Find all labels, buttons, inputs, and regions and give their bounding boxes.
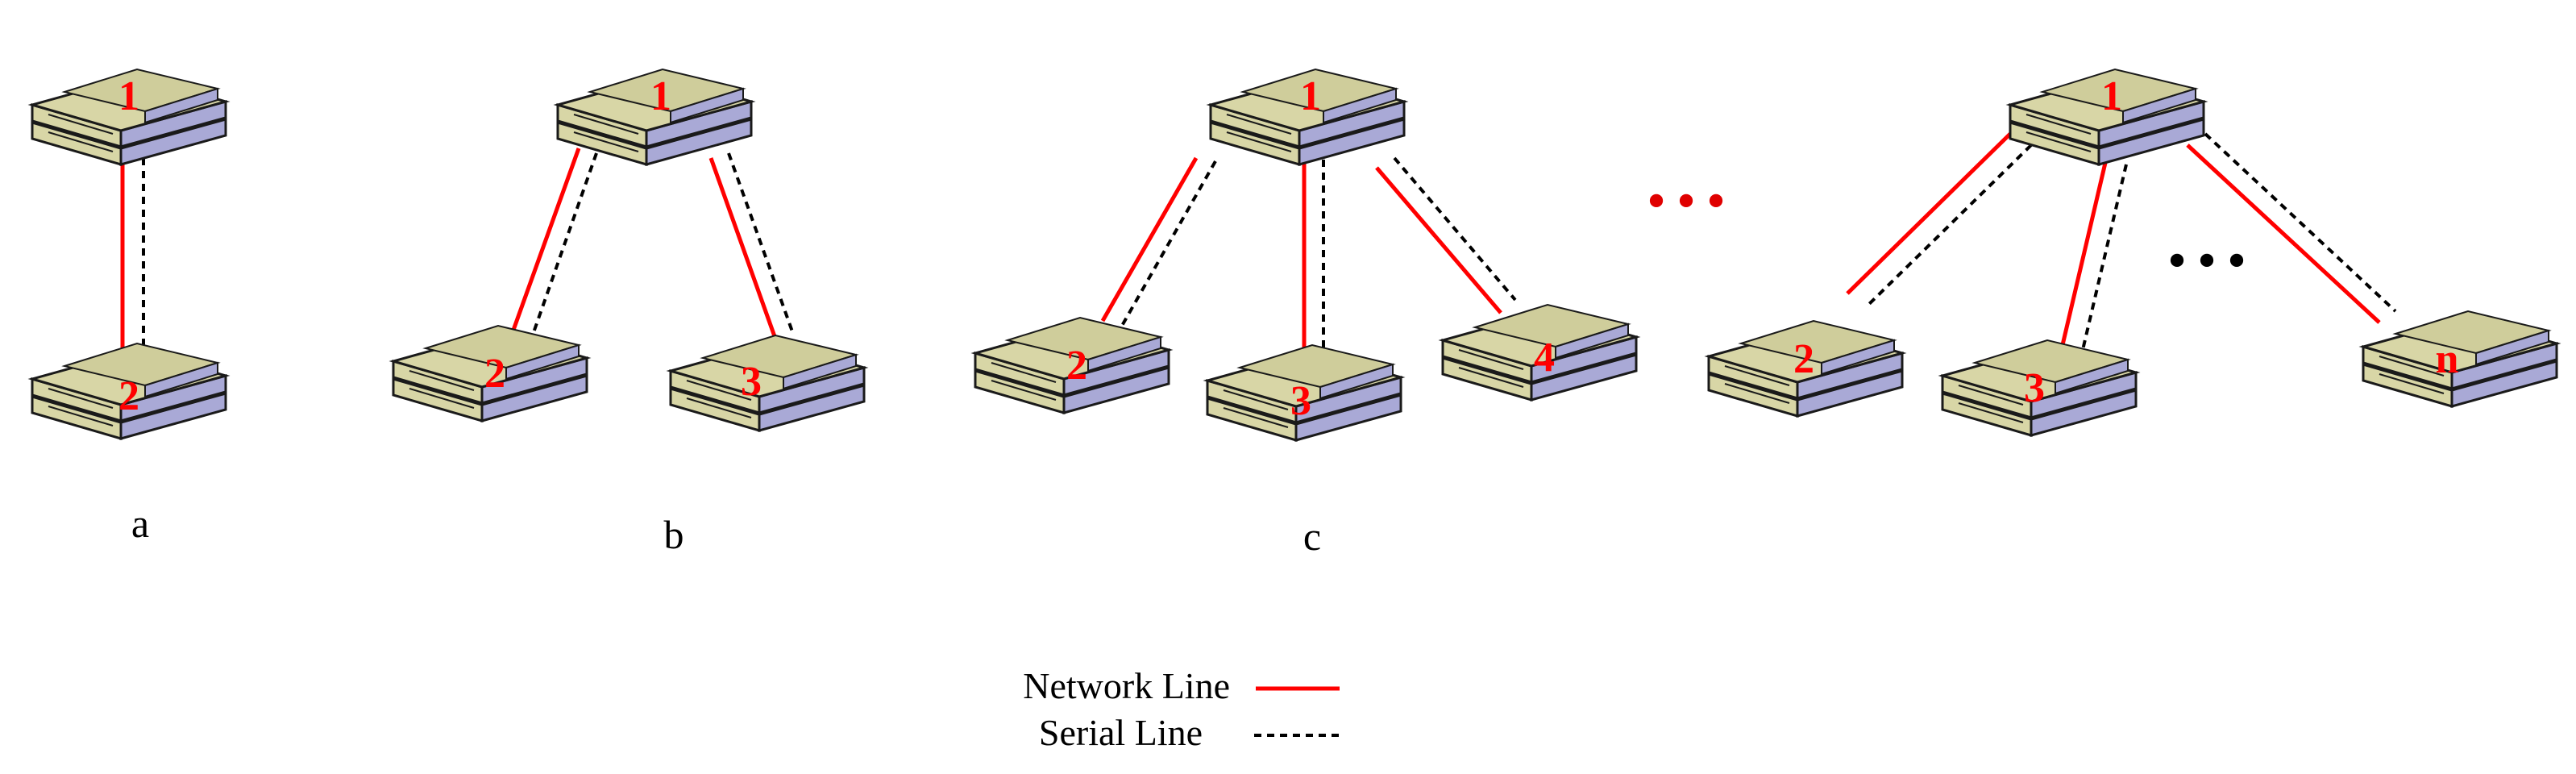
config-b: 1 2 3 b <box>392 68 866 557</box>
serial-line <box>2204 132 2397 313</box>
switch-icon <box>669 334 866 432</box>
node-number: 4 <box>1534 335 1555 381</box>
network-line <box>1846 132 2012 295</box>
serial-line <box>530 152 598 338</box>
legend: Network Line Serial Line <box>1023 665 1343 753</box>
node-number: 3 <box>741 359 762 405</box>
hub-number: 1 <box>118 73 139 119</box>
legend-network-label: Network Line <box>1023 665 1230 706</box>
node-number: 3 <box>1290 378 1311 424</box>
node-number: 3 <box>2024 365 2045 411</box>
serial-line <box>2081 164 2128 351</box>
caption-b: b <box>664 512 684 557</box>
network-line <box>708 157 778 339</box>
caption-c: c <box>1303 514 1321 559</box>
network-line <box>2186 144 2381 324</box>
network-line <box>1100 156 1199 322</box>
serial-line <box>1120 160 1217 327</box>
node-number: 2 <box>1066 343 1087 389</box>
serial-line <box>727 152 795 335</box>
serial-line <box>1865 144 2033 308</box>
node-number: 2 <box>118 373 139 419</box>
legend-serial-label: Serial Line <box>1039 712 1203 753</box>
hub-number: 1 <box>1300 73 1321 119</box>
config-n: 1 2 3 n ••• <box>1707 68 2558 437</box>
hub-number: 1 <box>650 73 671 119</box>
switch-icon <box>2362 310 2558 408</box>
hub-number: 1 <box>2101 73 2122 119</box>
serial-line <box>1393 156 1517 302</box>
ellipsis-black: ••• <box>2163 236 2253 289</box>
network-line <box>510 148 581 333</box>
network-line <box>1375 166 1502 314</box>
node-number: 2 <box>1793 336 1814 382</box>
caption-a: a <box>131 501 149 546</box>
network-line <box>2059 162 2108 349</box>
config-a: 1 2 a <box>31 68 227 546</box>
ellipsis-red: ••• <box>1643 177 1732 229</box>
config-c: 1 2 3 4 c <box>974 68 1638 559</box>
node-number: 2 <box>484 351 505 397</box>
node-number: n <box>2436 336 2459 382</box>
